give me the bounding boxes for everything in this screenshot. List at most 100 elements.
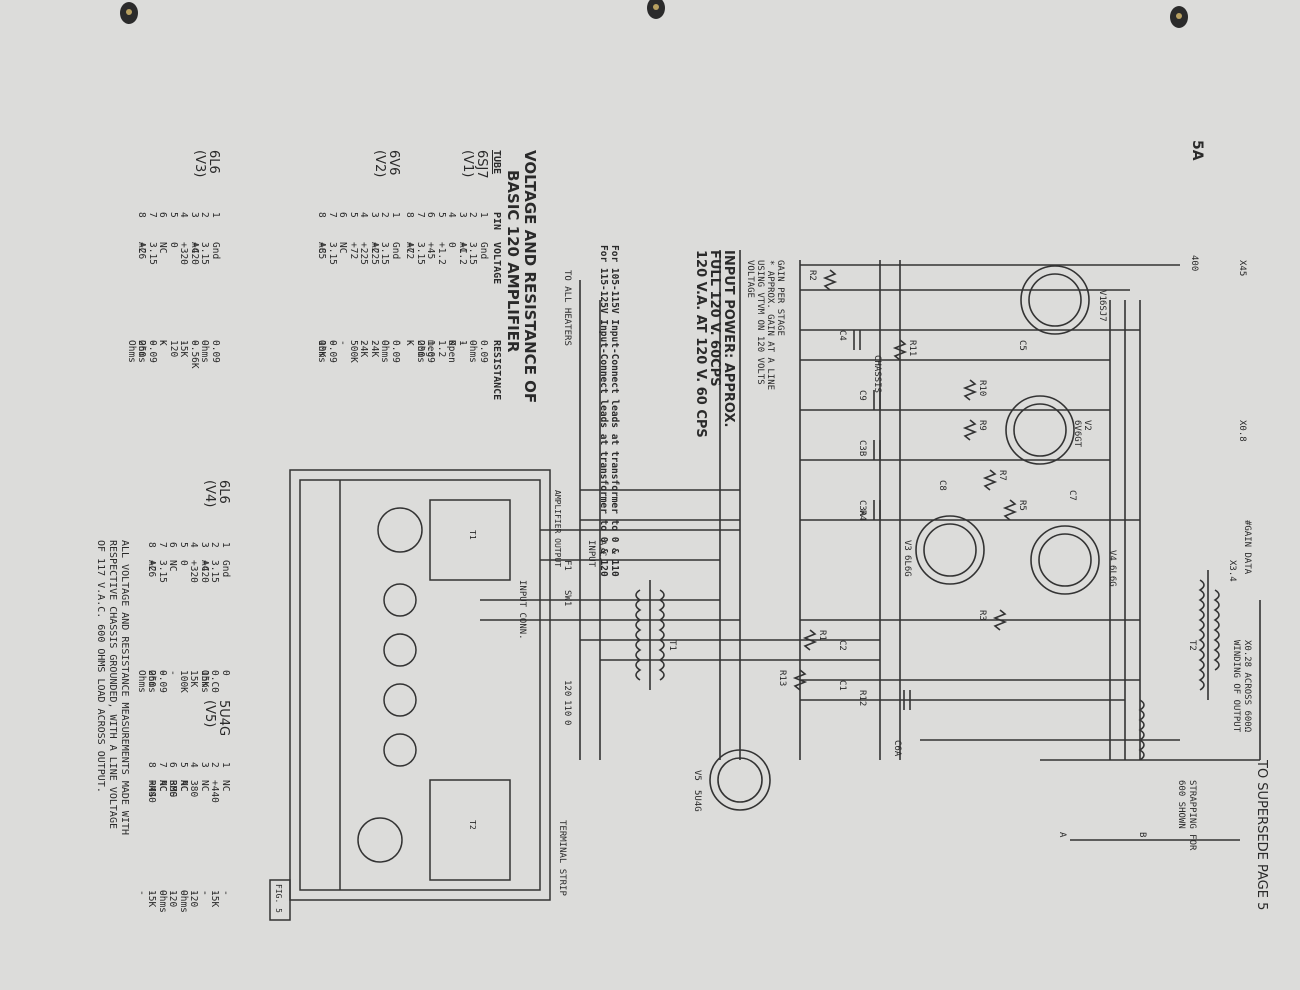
pin-voltage: NC [167,560,179,572]
label-c9: C9 [857,390,867,401]
chassis-t1: T1 [468,530,477,540]
pin-resistance: 0.56K [189,340,200,369]
input-power-note: INPUT POWER: APPROX. FULL 120 V. 60CPS 1… [693,250,736,438]
pin-voltage: +320 [178,242,190,265]
label-c2: C2 [837,640,847,651]
pin-voltage: 0 [446,242,458,248]
pin-number: 1 [390,212,401,218]
label-sw1: SW1 [562,590,572,606]
pin-number: 4 [188,762,200,768]
label-r2: R2 [807,270,817,281]
pin-resistance: 260 Ohms [136,670,158,693]
pin-resistance: 24K [369,340,380,358]
gain-x34: X3.4 [1227,560,1237,582]
pin-voltage: 0 [178,560,189,566]
gain-x08: X0.8 [1237,420,1247,442]
label-v3: V3 [902,540,912,551]
label-terminal-a: A [1057,832,1067,838]
chassis-t2: T2 [468,820,477,830]
figure-label: FIG. 5 [274,884,283,913]
label-chassis: CHASSIS [872,355,882,393]
pin-voltage: NC [199,780,210,792]
connection-note-1: For 105-115V Input-Connect leads at tran… [609,245,620,577]
table-title-2: BASIC 120 AMPLIFIER [504,170,522,353]
label-v2-type: 6V6GT [1072,420,1082,448]
pin-resistance: 15K [146,890,158,908]
pin-number: 3 [199,762,210,768]
pin-resistance: 15K [199,670,210,688]
label-r10: R10 [977,380,987,396]
pin-number: 3 [457,212,468,218]
pin-resistance: 260 Ohms [126,340,148,363]
pin-number: 7 [415,212,426,218]
label-tap-120: 120 [562,680,572,696]
label-tap-110: 110 [562,700,572,716]
label-r12: R12 [857,690,867,706]
pin-voltage: NC [337,242,349,254]
pin-voltage: NC [220,780,231,792]
pin-voltage: NC [157,780,168,792]
tube-name: 6L6(V3) [192,150,221,178]
pin-resistance: 500K [348,340,359,363]
label-c3b: C3B [857,440,867,456]
pin-voltage: +320 [188,560,200,583]
pin-number: 4 [446,212,458,218]
pin-number: 2 [467,212,479,218]
pin-number: 7 [157,762,168,768]
chassis-output-label: AMPLIFIER OUTPUT [553,490,562,567]
label-r5: R5 [1017,500,1027,511]
label-tap-0: 0 [562,720,572,725]
pin-number: 1 [478,212,489,218]
pin-number: 1 [210,212,221,218]
table-footnote: ALL VOLTAGE AND RESISTANCE MEASUREMENTS … [94,540,130,835]
label-r3: R3 [977,610,987,621]
pin-voltage: +1.2 [436,242,447,265]
pin-number: 5 [436,212,447,218]
label-v5: V5 [692,770,702,781]
input-conn-label: INPUT CONN. [517,580,527,640]
pin-resistance: 15K [178,340,190,358]
pin-number: 6 [167,542,179,548]
header-tube: TUBE [491,150,502,175]
pin-resistance: 0 [220,670,231,676]
label-v1: V1 [1097,290,1107,301]
gain-data: #GAIN DATA [1242,520,1252,575]
table-title: VOLTAGE AND RESISTANCE OF BASIC 120 AMPL… [504,150,539,404]
pin-number: 6 [337,212,349,218]
pin-number: 2 [209,762,221,768]
input-power-2: FULL 120 V. 60CPS [707,250,722,387]
pin-number: 8 [146,762,158,768]
header-pin: PIN [491,212,502,231]
pin-number: 7 [157,542,168,548]
label-t1: T1 [667,640,677,651]
label-v3-type: 6L6G [902,555,912,577]
label-r1: R1 [817,630,827,641]
pin-resistance: 15K [188,670,200,688]
input-power-1: INPUT POWER: APPROX. [721,250,736,428]
pin-voltage: +72 [404,242,416,260]
pin-resistance: 100K [178,670,189,693]
pin-number: 6 [425,212,437,218]
pin-number: 1 [220,762,231,768]
input-power-3: 120 V.A. AT 120 V. 60 CPS [693,250,708,438]
header-resistance: RESISTANCE [491,340,502,401]
footnote-2: RESPECTIVE CHASSIS GROUNDED, WITH A LINE… [107,540,118,829]
label-r4: R4 [857,510,867,521]
pin-voltage: Gnd [210,242,221,260]
pin-number: 3 [199,542,210,548]
label-v4: V4 [1107,550,1117,561]
ac-input-label: A.C. [597,540,607,562]
pin-voltage: +420 [189,242,200,265]
label-r7: R7 [997,470,1007,481]
gain-x45: X45 [1237,260,1247,276]
punch-hole [647,0,665,19]
tube-name: 6L6(V4) [202,480,231,508]
pin-resistance: 24K [358,340,370,358]
tube-name: 5U4G(V5) [202,700,231,737]
label-c4: C4 [837,330,847,341]
pin-voltage: NC [178,780,189,792]
terminal-strip-label: TERMINAL STRIP [557,820,567,896]
label-c8: C8 [937,480,947,491]
table-title-1: VOLTAGE AND RESISTANCE OF [521,150,539,404]
header-voltage: VOLTAGE [491,242,502,285]
